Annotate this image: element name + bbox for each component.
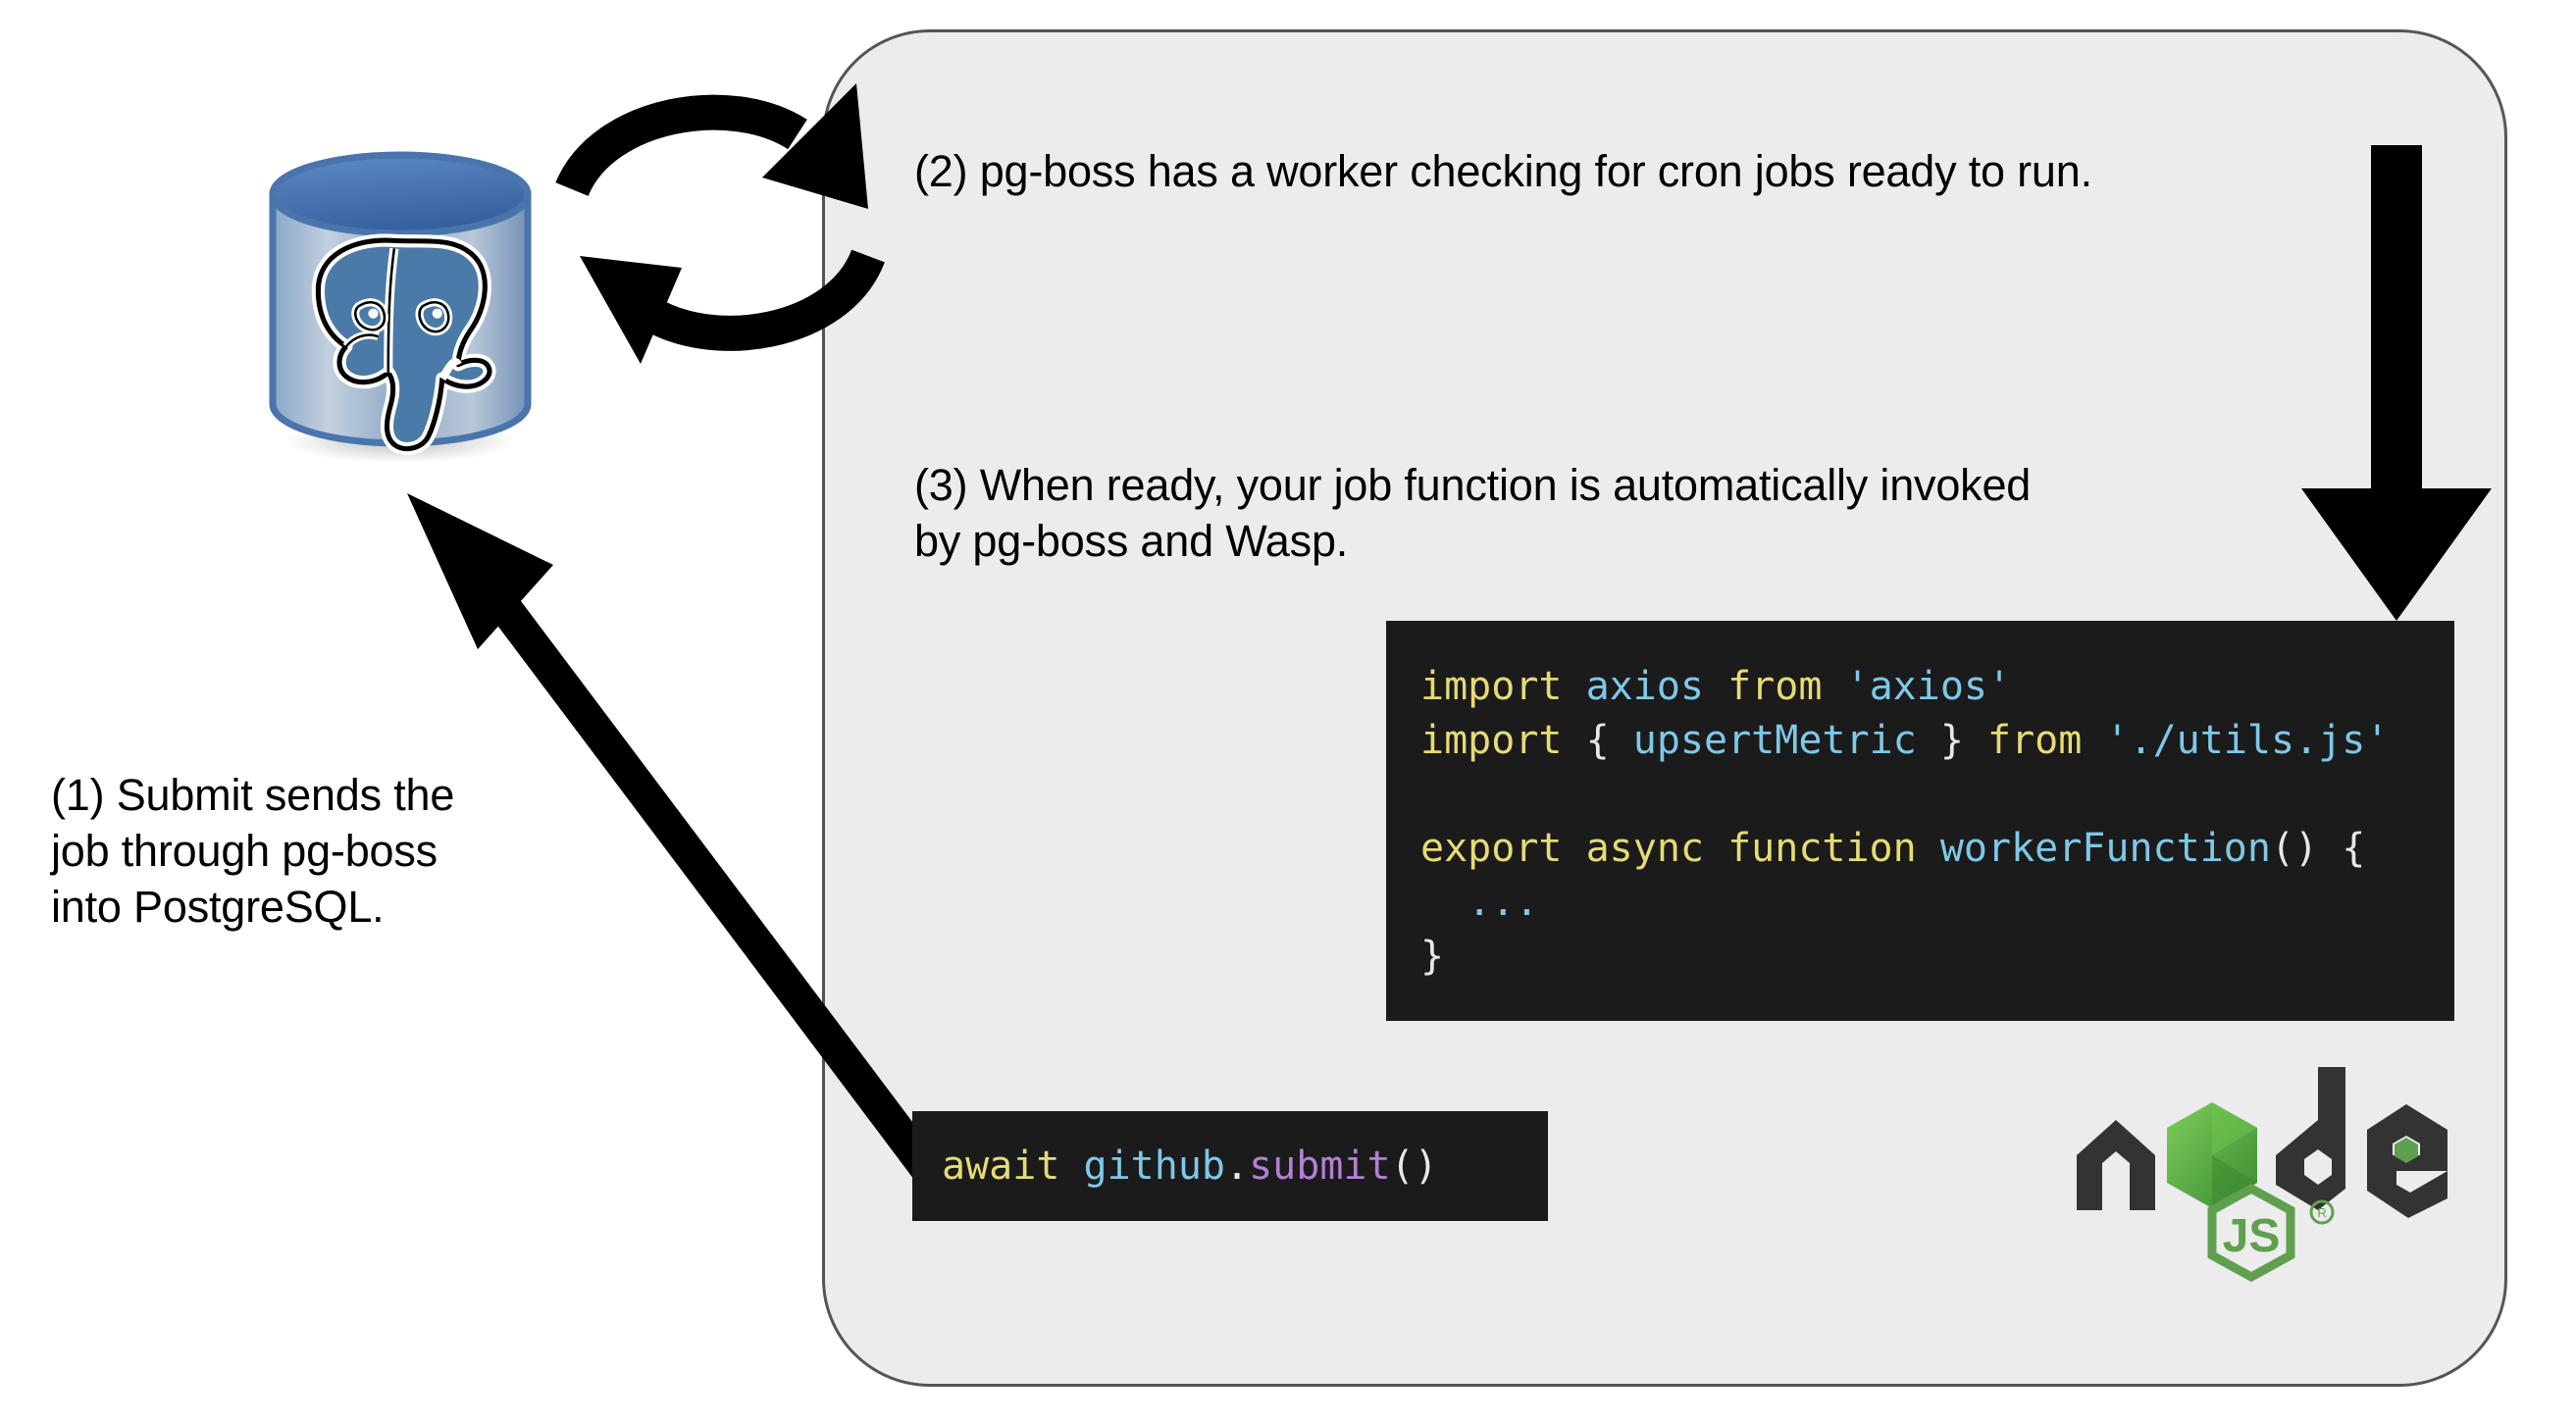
code-token: import	[1420, 664, 1586, 709]
svg-text:R: R	[2317, 1205, 2326, 1220]
code-token: github	[1083, 1144, 1226, 1189]
code-token: }	[1939, 718, 1987, 763]
code-token: './utils.js'	[2105, 718, 2390, 763]
worker-function-code-block: import axios from 'axios' import { upser…	[1386, 621, 2454, 1021]
code-token: }	[1420, 934, 1445, 979]
annotation-step-3: (3) When ready, your job function is aut…	[914, 460, 2032, 567]
annotation-step-1: (1) Submit sends the job through pg-boss…	[51, 770, 455, 933]
code-token: () {	[2270, 826, 2366, 871]
code-token: from	[1727, 664, 1846, 709]
polling-cycle-arrows-icon	[544, 74, 898, 378]
code-token: submit	[1249, 1144, 1391, 1189]
nodejs-logo: JS R	[2065, 1061, 2457, 1306]
postgresql-logo	[253, 147, 538, 466]
code-token: 'axios'	[1845, 664, 2012, 709]
code-token: ...	[1420, 880, 1539, 925]
code-token: workerFunction	[1939, 826, 2271, 871]
code-token: ()	[1390, 1144, 1438, 1189]
code-token: upsertMetric	[1632, 718, 1940, 763]
code-token: axios	[1585, 664, 1728, 709]
submit-call-code-block: await github.submit()	[912, 1111, 1548, 1221]
code-token: .	[1225, 1144, 1250, 1189]
svg-text:JS: JS	[2223, 1210, 2281, 1262]
code-token: await	[942, 1144, 1084, 1189]
code-token: import	[1420, 718, 1586, 763]
annotation-step-2: (2) pg-boss has a worker checking for cr…	[914, 146, 2092, 196]
code-token: export async function	[1420, 826, 1940, 871]
code-token: from	[1987, 718, 2106, 763]
code-token: {	[1585, 718, 1633, 763]
